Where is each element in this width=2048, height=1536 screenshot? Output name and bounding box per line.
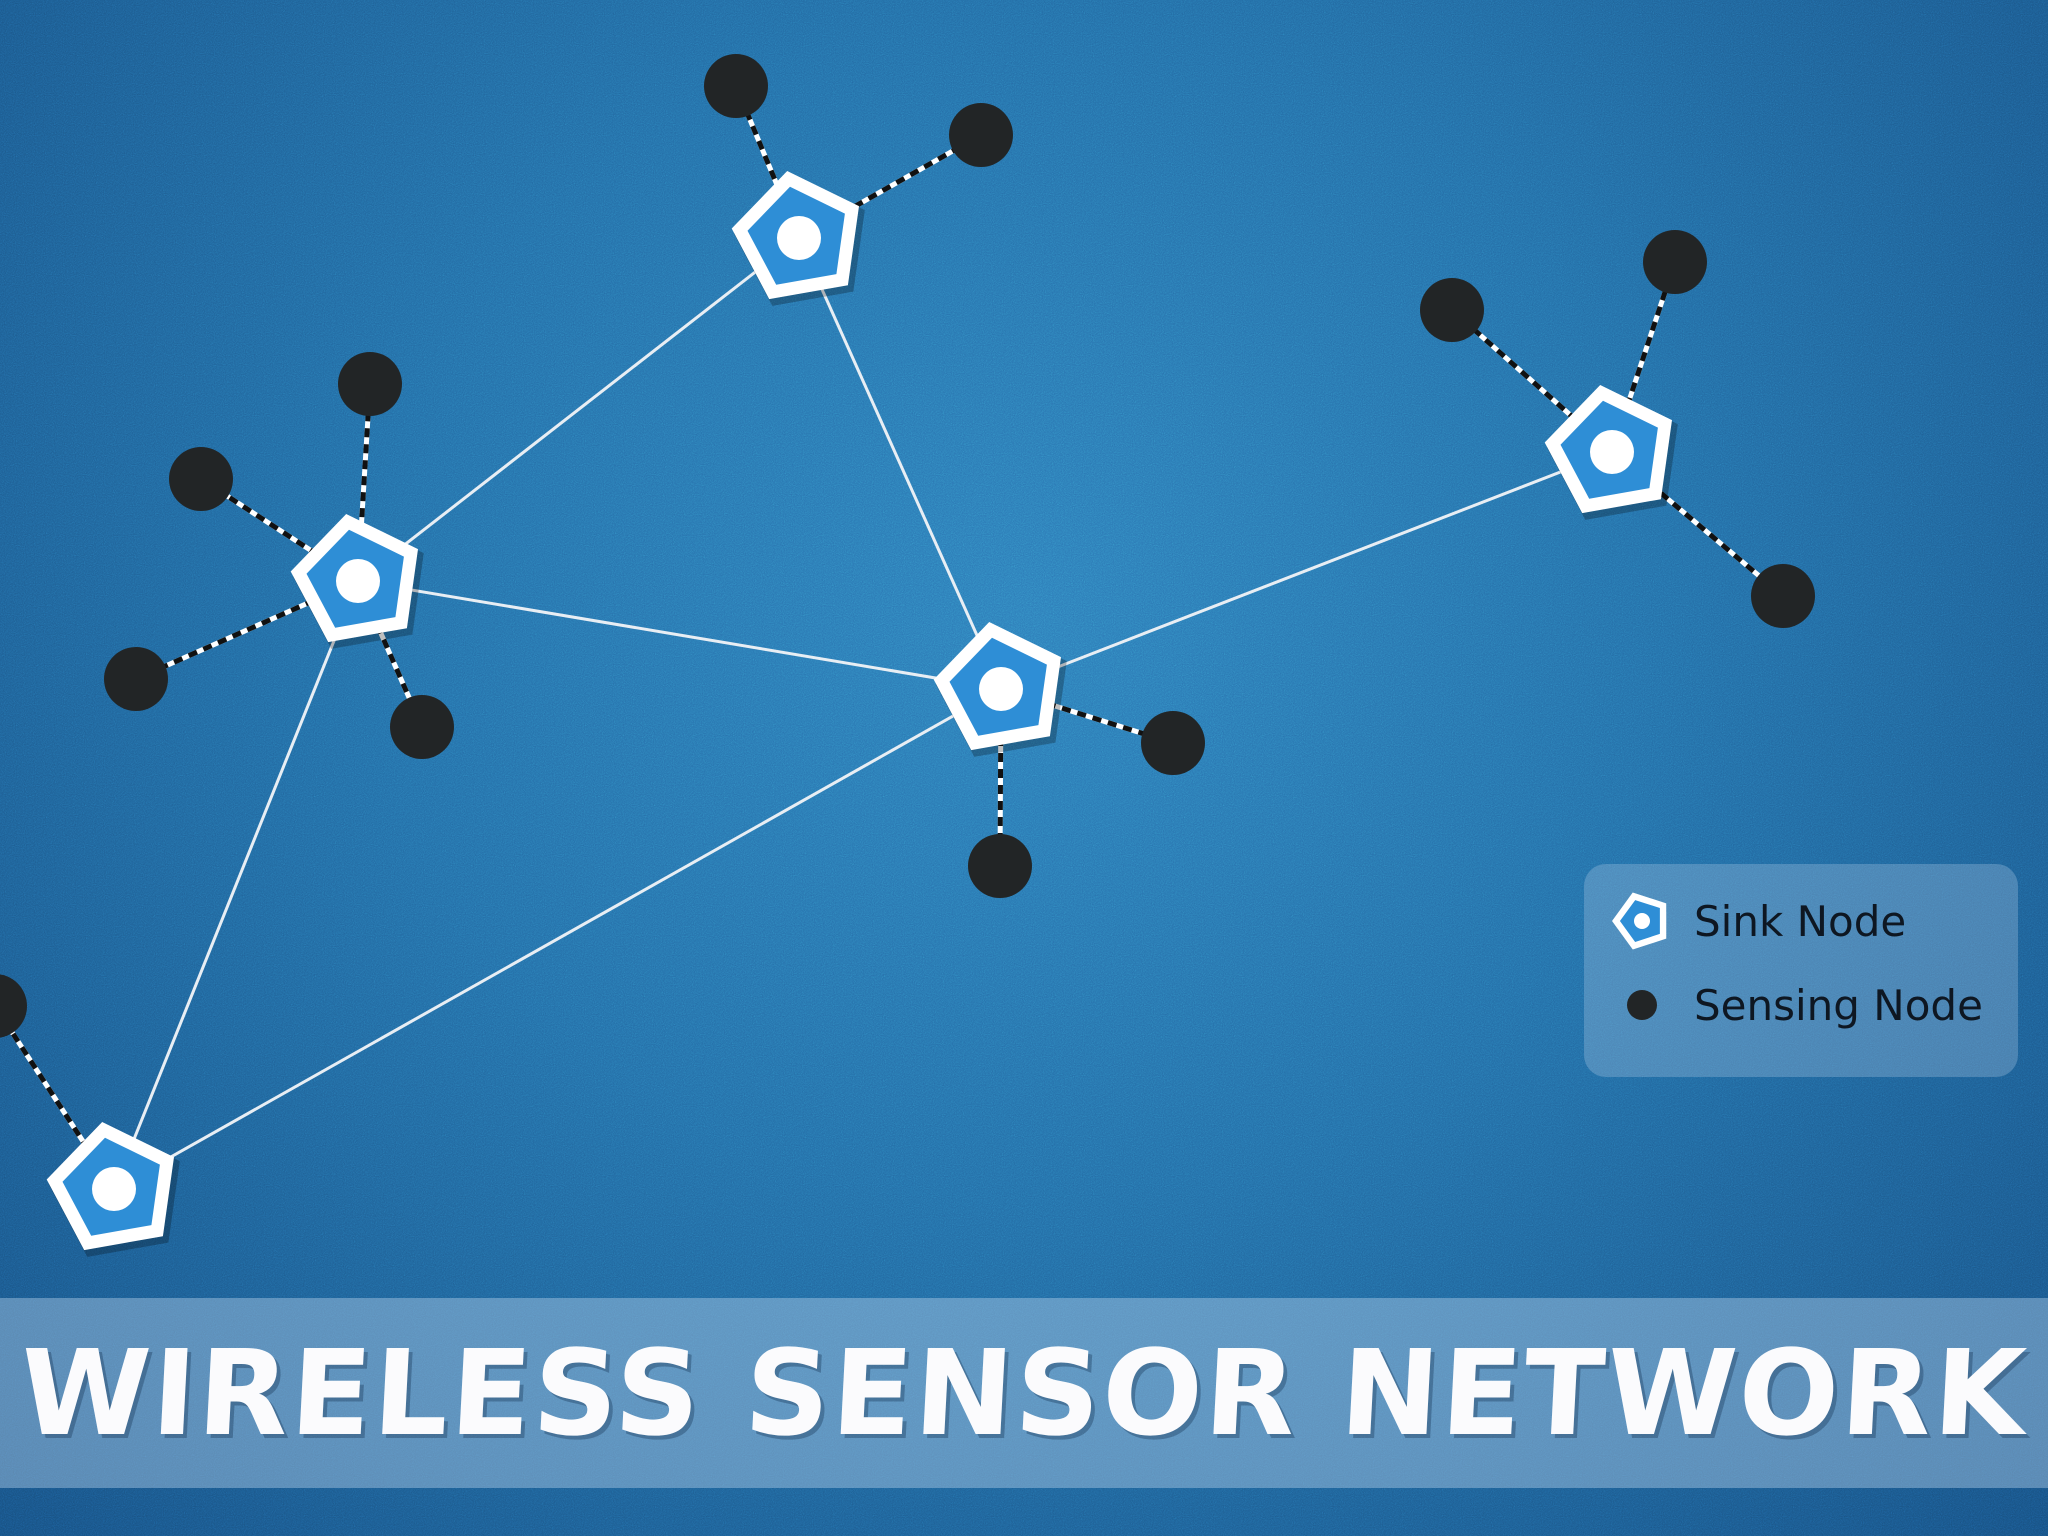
backbone-link-B-E	[112, 580, 360, 1190]
backbone-link-A-B	[357, 236, 800, 583]
links-layer	[112, 236, 1613, 1191]
sensor-links-layer	[0, 85, 1785, 1191]
legend-label-sensing: Sensing Node	[1694, 980, 1983, 1030]
legend-item-sensing: Sensing Node	[1608, 970, 1983, 1040]
backbone-link-C-D	[1000, 450, 1613, 691]
sensing-node	[968, 834, 1032, 898]
diagram-title: WIRELESS SENSOR NETWORK	[16, 1324, 2032, 1462]
sink-node-core	[979, 667, 1023, 711]
sensing-node	[104, 647, 168, 711]
title-banner: WIRELESS SENSOR NETWORK	[0, 1298, 2048, 1488]
sensing-node	[338, 352, 402, 416]
sink-node-E	[46, 1122, 180, 1257]
sink-node-B	[290, 514, 424, 649]
pentagon-icon	[1612, 892, 1667, 950]
sink-node-core	[336, 559, 380, 603]
sink-node-core	[777, 216, 821, 260]
sensing-node	[1751, 564, 1815, 628]
legend: Sink Node Sensing Node	[1584, 864, 2018, 1077]
sensing-node	[1420, 278, 1484, 342]
legend-label-sink: Sink Node	[1694, 896, 1907, 946]
legend-item-sink: Sink Node	[1608, 886, 1906, 956]
backbone-link-B-C	[357, 579, 1002, 691]
sink-node-core	[92, 1167, 136, 1211]
sink-node-core	[1590, 430, 1634, 474]
sensing-node	[704, 54, 768, 118]
sensing-node	[949, 103, 1013, 167]
sink-node-C	[933, 622, 1067, 757]
sensing-node	[1643, 230, 1707, 294]
backbone-link-C-E	[113, 687, 1002, 1191]
sink-node-D	[1544, 385, 1678, 520]
sink-nodes-layer	[46, 171, 1678, 1257]
backbone-link-A-C	[797, 237, 1003, 690]
sensing-node	[0, 974, 27, 1038]
sensing-node	[390, 695, 454, 759]
sensing-node	[169, 447, 233, 511]
sensing-node	[1141, 711, 1205, 775]
sink-node-A	[731, 171, 865, 306]
dot-icon	[1608, 971, 1676, 1039]
sensor-link-A-0	[733, 85, 802, 239]
sensing-nodes-layer	[0, 54, 1815, 1038]
